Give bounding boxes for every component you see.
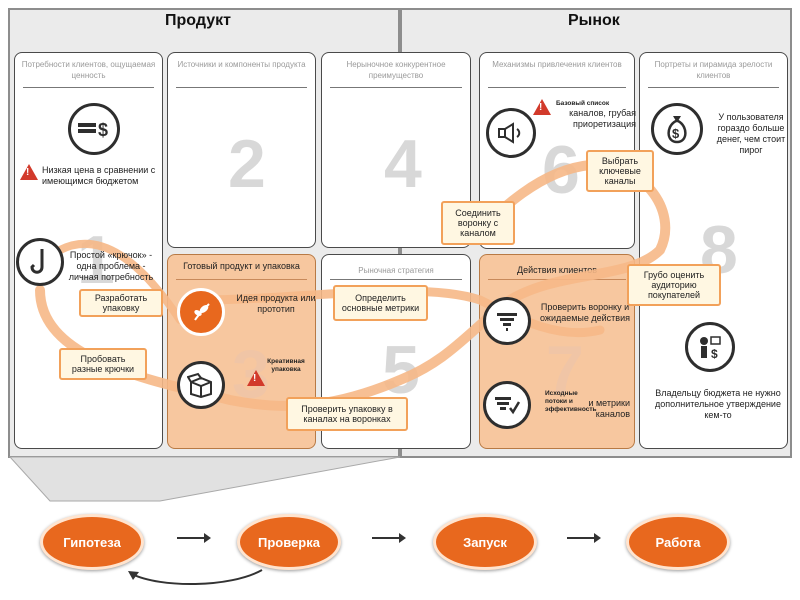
card-header: Действия клиентов xyxy=(516,265,598,275)
channels-prio-text: каналов, грубая приоретизация xyxy=(569,108,636,129)
card-header: Нерыночное конкурентное преимущество xyxy=(346,60,446,80)
money-bag-icon: $ xyxy=(651,103,703,155)
product-title: Продукт xyxy=(165,12,231,29)
check-pack-callout: Проверить упаковку в каналах на воронках xyxy=(286,397,408,431)
card-header: Механизмы привлечения клиентов xyxy=(492,60,622,69)
return-arrow xyxy=(128,569,263,585)
hook-text: Простой «крючок» - одна проблема - лична… xyxy=(68,250,154,282)
step-arrow xyxy=(372,533,406,543)
card-header: Потребности клиентов, ощущаемая ценность xyxy=(21,60,156,80)
card-header: Готовый продукт и упаковка xyxy=(183,261,300,271)
card-number: 7 xyxy=(546,332,584,408)
warning-icon: ! xyxy=(20,164,38,180)
step-label: Проверка xyxy=(258,534,320,550)
step-label: Работа xyxy=(655,534,701,550)
card-divider xyxy=(23,87,154,88)
svg-text:$: $ xyxy=(672,126,680,141)
step-arrow xyxy=(567,533,601,543)
warning-icon: ! xyxy=(247,370,265,386)
connect-funnel-callout: Соединить воронку с каналом xyxy=(441,201,515,245)
section-connector xyxy=(8,456,401,502)
market-title: Рынок xyxy=(568,12,620,29)
sprout-icon xyxy=(177,288,225,336)
try-hooks-callout: Пробовать разные крючки xyxy=(59,348,147,380)
funnel-check-icon xyxy=(483,381,531,429)
check-funnel-text: Проверить воронку и ожидаемые действия xyxy=(540,302,630,323)
base-channels-text: Базовый список xyxy=(556,100,610,107)
step-label: Запуск xyxy=(463,534,507,550)
card-divider xyxy=(330,279,462,280)
warning-icon: ! xyxy=(533,99,551,115)
step-launch: Запуск xyxy=(433,514,537,570)
card-number: 1 xyxy=(77,222,115,298)
svg-text:$: $ xyxy=(98,120,108,140)
define-metrics-callout: Определить основные метрики xyxy=(333,285,428,321)
megaphone-icon xyxy=(486,108,536,158)
funnel-metrics-text: и метрики каналов xyxy=(588,398,630,419)
step-arrow xyxy=(177,533,211,543)
funnel-icon xyxy=(483,297,531,345)
card-divider xyxy=(176,279,307,280)
idea-text: Идея продукта или прототип xyxy=(236,293,316,314)
step-work: Работа xyxy=(626,514,730,570)
card-divider xyxy=(330,87,462,88)
choose-channels-callout: Выбрать ключевые каналы xyxy=(586,150,654,192)
funnel-metrics-small-text: Исходные потоки и эффективность xyxy=(545,390,597,413)
card-header: Портреты и пирамида зрелости клиентов xyxy=(654,60,773,80)
card-divider xyxy=(176,87,307,88)
step-check: Проверка xyxy=(237,514,341,570)
budget-owner-icon: $ xyxy=(685,322,735,372)
card-header: Источники и компоненты продукта xyxy=(177,60,306,69)
step-label: Гипотеза xyxy=(63,534,121,550)
budget-owner-text: Владельцу бюджета не нужно дополнительно… xyxy=(655,388,781,420)
card-product-sources: Источники и компоненты продукта 2 xyxy=(167,52,316,248)
card-divider xyxy=(488,87,626,88)
develop-pack-callout: Разработать упаковку xyxy=(79,289,163,317)
card-number: 4 xyxy=(384,126,422,202)
step-hypothesis: Гипотеза xyxy=(40,514,144,570)
money-icon: $ xyxy=(68,103,120,155)
box-icon xyxy=(177,361,225,409)
estimate-audience-callout: Грубо оценить аудиторию покупателей xyxy=(627,264,721,306)
users-richer-text: У пользователя гораздо больше денег, чем… xyxy=(716,112,786,155)
card-number: 2 xyxy=(228,126,266,202)
card-divider xyxy=(648,87,779,88)
hook-icon xyxy=(16,238,64,286)
svg-text:$: $ xyxy=(711,347,718,361)
low-price-text: Низкая цена в сравнении с имеющимся бюдж… xyxy=(42,165,156,186)
creative-pack-text: Креативная упаковка xyxy=(267,358,305,373)
card-header: Рыночная стратегия xyxy=(358,266,434,275)
